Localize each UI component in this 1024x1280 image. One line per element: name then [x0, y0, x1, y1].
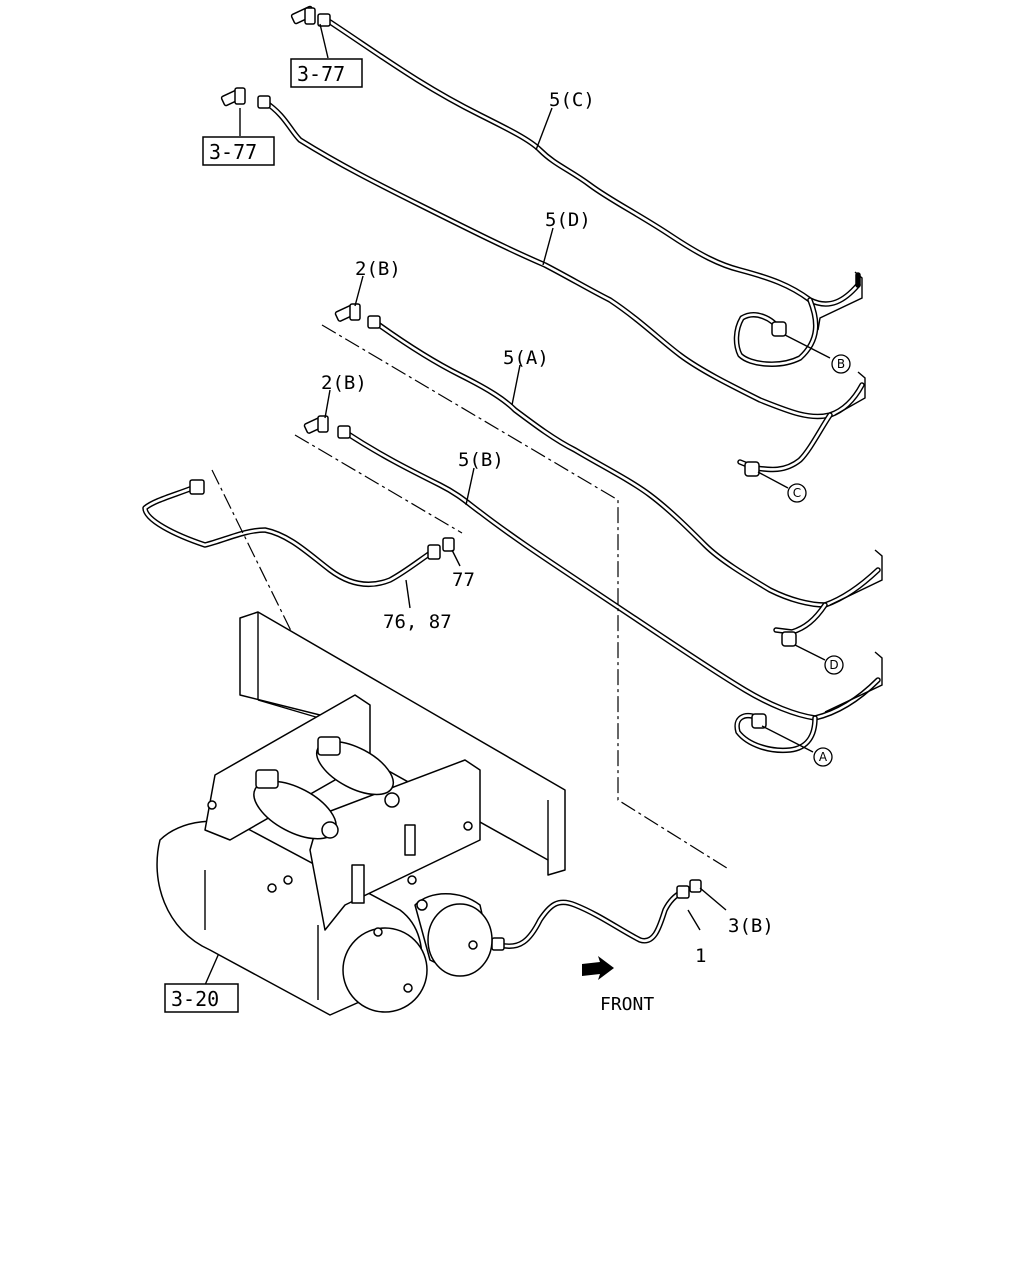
pipe-end-hooks: [817, 271, 883, 713]
ref-box-top-1[interactable]: 3-77: [290, 58, 363, 88]
ref-box-tank[interactable]: 3-20: [164, 983, 239, 1013]
fittings: [189, 5, 797, 951]
connection-mark-c: C: [787, 483, 807, 503]
pipe-5c: [327, 19, 861, 367]
connection-mark-a: A: [813, 747, 833, 767]
label-1: 1: [695, 945, 706, 967]
pipe-5d: [262, 99, 865, 473]
label-5c: 5(C): [549, 89, 595, 111]
connection-mark-b: B: [831, 354, 851, 374]
air-tanks: [156, 694, 493, 1016]
svg-text:D: D: [829, 658, 838, 672]
label-2b-upper: 2(B): [355, 258, 401, 280]
label-77: 77: [452, 569, 475, 591]
label-2b-lower: 2(B): [321, 372, 367, 394]
pipe-5b: [342, 429, 881, 754]
front-arrow-icon: [582, 956, 614, 980]
svg-text:B: B: [837, 357, 845, 371]
label-5b: 5(B): [458, 449, 504, 471]
label-5d: 5(D): [545, 209, 591, 231]
svg-text:3-20: 3-20: [171, 987, 219, 1011]
svg-text:A: A: [819, 750, 828, 764]
label-76-87: 76, 87: [383, 611, 452, 633]
label-5a: 5(A): [503, 347, 549, 369]
connection-mark-d: D: [824, 655, 844, 675]
pipe-5a: [372, 319, 881, 635]
pipe-76-87: [142, 484, 435, 588]
svg-text:3-77: 3-77: [209, 140, 257, 164]
pipe-1: [497, 889, 685, 949]
guide-lines: [211, 324, 731, 871]
svg-text:C: C: [793, 486, 801, 500]
label-3b: 3(B): [728, 915, 774, 937]
svg-text:3-77: 3-77: [297, 62, 345, 86]
leader-lines: [204, 23, 831, 986]
ref-box-top-2[interactable]: 3-77: [202, 136, 275, 166]
label-front: FRONT: [600, 994, 654, 1015]
